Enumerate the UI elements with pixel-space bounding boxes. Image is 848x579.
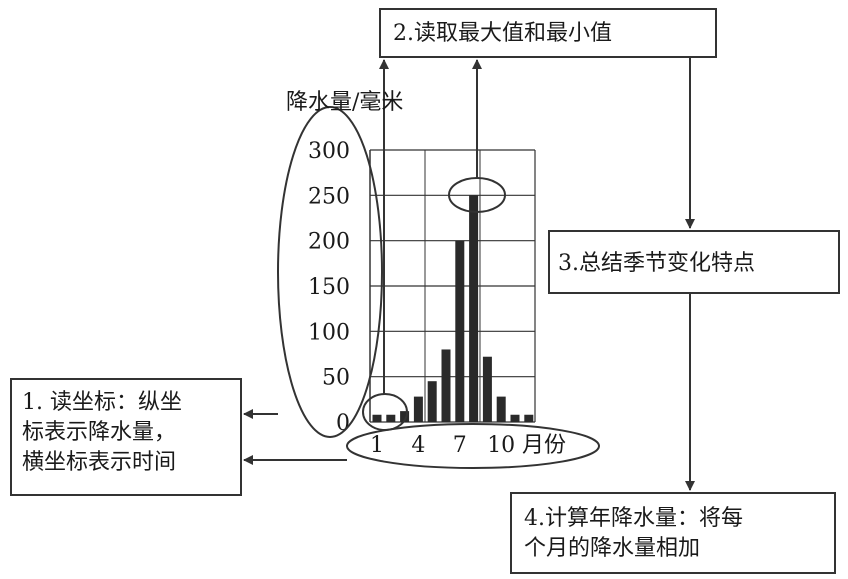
bar-month-10: [496, 396, 506, 422]
bar-month-8: [469, 195, 479, 422]
chart-bars: [372, 195, 534, 422]
x-axis-ticks: 1 4 7 10: [370, 433, 515, 458]
y-axis-highlight-ellipse: [277, 106, 383, 438]
x-tick-label: 1: [370, 433, 384, 458]
step2-text: 2.读取最大值和最小值: [393, 21, 612, 46]
bar-month-7: [455, 240, 465, 422]
bar-month-1: [372, 414, 382, 422]
bar-month-12: [524, 414, 534, 422]
step4-line: 个月的降水量相加: [524, 536, 701, 561]
x-tick-label: 10: [487, 433, 515, 458]
x-axis-highlight-ellipse: [346, 423, 600, 469]
chart-gridlines: [369, 149, 536, 423]
step3-text: 3.总结季节变化特点: [558, 251, 755, 276]
y-tick-label: 250: [308, 184, 350, 209]
bar-month-4: [413, 396, 423, 422]
step1-line: 横坐标表示时间: [22, 450, 177, 475]
x-tick-label: 4: [411, 433, 425, 458]
step1-line: 1. 读坐标：纵坐: [22, 390, 182, 415]
bar-month-5: [427, 381, 437, 422]
step1-line: 标表示降水量，: [22, 420, 177, 445]
step3-box: 3.总结季节变化特点: [548, 230, 840, 294]
x-axis-label: 月份: [522, 433, 566, 458]
bar-month-9: [482, 356, 492, 422]
bar-month-2: [386, 414, 396, 422]
x-tick-label: 7: [453, 433, 467, 458]
step4-line: 4.计算年降水量：将每: [524, 506, 743, 531]
y-tick-label: 300: [308, 139, 350, 164]
y-tick-label: 100: [308, 320, 350, 345]
bar-month-3: [400, 411, 410, 422]
arrow-step2-to-step3: [685, 32, 717, 229]
step1-box: 1. 读坐标：纵坐 标表示降水量， 横坐标表示时间: [10, 378, 242, 496]
y-tick-label: 200: [308, 230, 350, 255]
y-tick-label: 150: [308, 275, 350, 300]
y-tick-label: 50: [322, 366, 350, 391]
y-axis-label: 降水量/毫米: [286, 90, 404, 115]
step4-box: 4.计算年降水量：将每 个月的降水量相加: [510, 492, 836, 574]
step2-box: 2.读取最大值和最小值: [379, 8, 717, 58]
bar-month-6: [441, 349, 451, 422]
bar-month-11: [510, 414, 520, 422]
